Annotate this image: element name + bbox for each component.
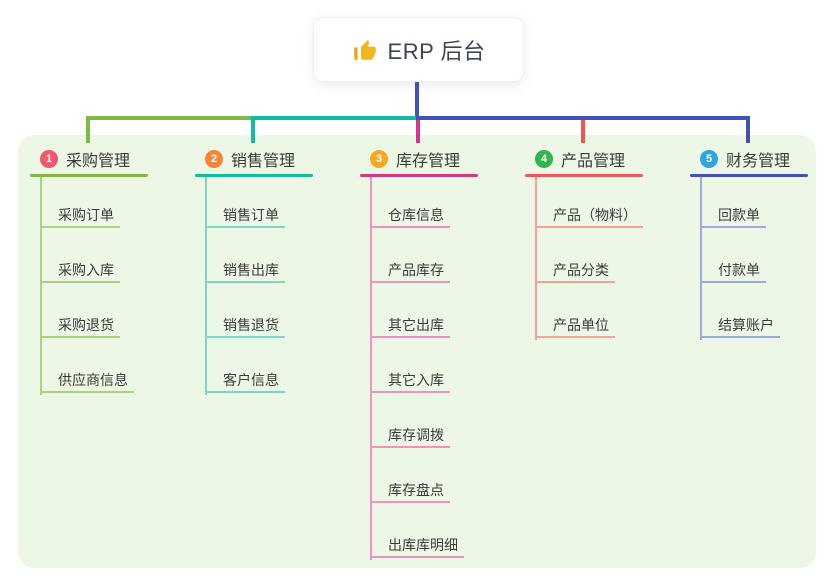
child-node[interactable]: 供应商信息 (40, 370, 134, 393)
branch-node-1[interactable]: 1 采购管理 (40, 148, 130, 170)
connector-drop-branch-3 (416, 120, 420, 143)
child-node[interactable]: 回款单 (700, 205, 766, 228)
child-node[interactable]: 库存盘点 (370, 480, 450, 503)
child-node[interactable]: 采购入库 (40, 260, 120, 283)
branch-node-label: 采购管理 (66, 153, 131, 170)
child-node[interactable]: 销售退货 (205, 315, 285, 338)
connector-drop-branch-4 (581, 120, 585, 143)
branch-trunk-line (205, 177, 207, 395)
branch-node-4[interactable]: 4 产品管理 (535, 148, 625, 170)
connector-horizontal-branch-2 (251, 116, 420, 120)
child-node[interactable]: 其它出库 (370, 315, 450, 338)
thumbs-up-icon (352, 37, 378, 63)
root-connector-stem (415, 80, 419, 120)
branches-panel-background (18, 135, 816, 568)
branch-underline (690, 174, 808, 177)
branch-trunk-line (700, 177, 702, 340)
branch-trunk-line (370, 177, 372, 560)
branch-number-badge: 5 (700, 150, 718, 168)
connector-drop-branch-2 (251, 116, 255, 143)
branch-number-badge: 3 (370, 150, 388, 168)
branch-underline (360, 174, 478, 177)
root-node-label: ERP 后台 (387, 38, 486, 64)
branch-node-5[interactable]: 5 财务管理 (700, 148, 790, 170)
child-node[interactable]: 采购订单 (40, 205, 120, 228)
child-node[interactable]: 销售出库 (205, 260, 285, 283)
branch-trunk-line (535, 177, 537, 340)
branch-trunk-line (40, 177, 42, 395)
branch-node-2[interactable]: 2 销售管理 (205, 148, 295, 170)
branch-underline (195, 174, 313, 177)
branch-underline (525, 174, 643, 177)
child-node[interactable]: 销售订单 (205, 205, 285, 228)
connector-drop-branch-1 (86, 116, 90, 143)
child-node[interactable]: 结算账户 (700, 315, 780, 338)
branch-number-badge: 1 (40, 150, 58, 168)
branch-node-3[interactable]: 3 库存管理 (370, 148, 460, 170)
connector-horizontal-branch-1 (86, 116, 253, 120)
connector-drop-branch-5 (746, 116, 750, 143)
child-node[interactable]: 仓库信息 (370, 205, 450, 228)
branch-number-badge: 2 (205, 150, 223, 168)
child-node[interactable]: 其它入库 (370, 370, 450, 393)
connector-horizontal-branch-5 (416, 116, 750, 120)
branch-node-label: 产品管理 (561, 153, 626, 170)
branch-node-label: 销售管理 (231, 153, 296, 170)
child-node[interactable]: 产品分类 (535, 260, 615, 283)
child-node[interactable]: 产品（物料） (535, 205, 643, 228)
branch-node-label: 库存管理 (396, 153, 461, 170)
child-node[interactable]: 产品库存 (370, 260, 450, 283)
branch-node-label: 财务管理 (726, 153, 791, 170)
child-node[interactable]: 库存调拨 (370, 425, 450, 448)
branch-number-badge: 4 (535, 150, 553, 168)
root-node[interactable]: ERP 后台 (313, 17, 524, 82)
child-node[interactable]: 客户信息 (205, 370, 285, 393)
child-node[interactable]: 采购退货 (40, 315, 120, 338)
child-node[interactable]: 付款单 (700, 260, 766, 283)
branch-underline (30, 174, 148, 177)
child-node[interactable]: 产品单位 (535, 315, 615, 338)
child-node[interactable]: 出库库明细 (370, 535, 464, 558)
